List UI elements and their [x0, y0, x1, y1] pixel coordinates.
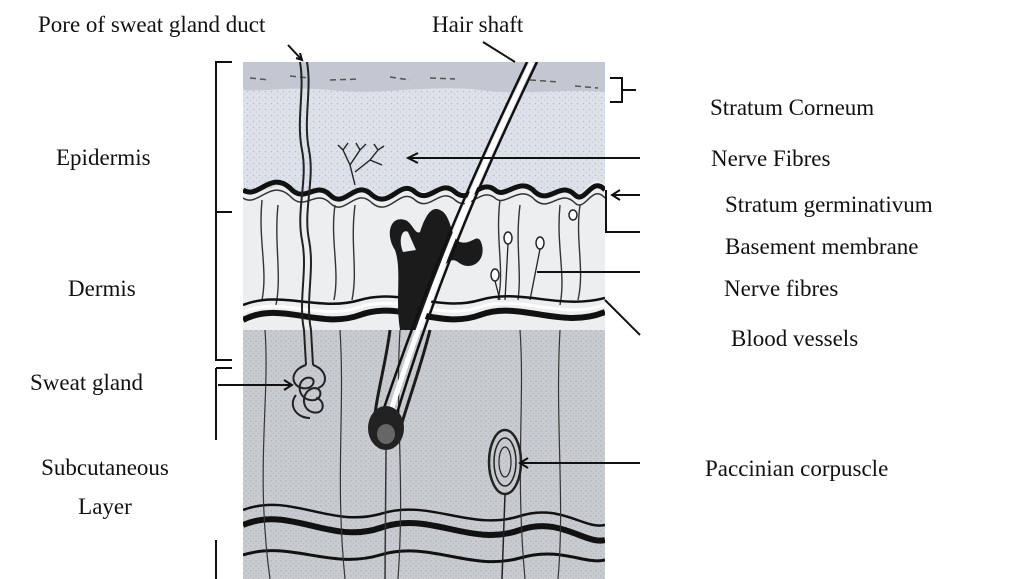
label-basement-membrane: Basement membrane: [725, 234, 919, 260]
stratum-corneum-layer: [243, 62, 605, 92]
label-subcutaneous: Subcutaneous: [5, 455, 205, 481]
label-pore-of-sweat-gland-duct: Pore of sweat gland duct: [38, 12, 265, 38]
label-blood-vessels: Blood vessels: [731, 326, 858, 352]
label-paccinian-corpuscle: Paccinian corpuscle: [705, 456, 888, 482]
subcutaneous-layer: [243, 330, 605, 579]
label-nerve-fibres-lower: Nerve fibres: [724, 276, 838, 302]
left-brackets: [216, 62, 232, 579]
label-layer: Layer: [5, 494, 205, 520]
label-epidermis: Epidermis: [56, 145, 151, 171]
label-nerve-fibres-upper: Nerve Fibres: [711, 146, 830, 172]
label-stratum-corneum: Stratum Corneum: [710, 95, 874, 121]
label-sweat-gland: Sweat gland: [30, 370, 143, 396]
label-stratum-germinativum: Stratum germinativum: [725, 192, 933, 218]
label-hair-shaft: Hair shaft: [432, 12, 523, 38]
label-dermis: Dermis: [68, 276, 136, 302]
